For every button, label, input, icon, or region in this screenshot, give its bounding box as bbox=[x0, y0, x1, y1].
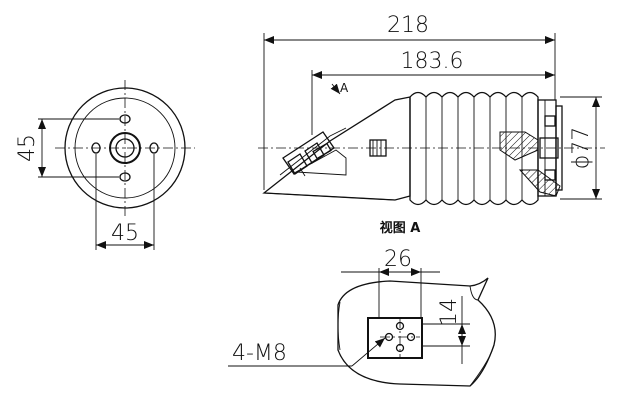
terminal-shroud bbox=[262, 96, 411, 201]
terminal-connector bbox=[282, 131, 335, 177]
dim-26-label: 26 bbox=[384, 247, 412, 272]
flange-hatch-bottom bbox=[518, 169, 561, 197]
dim-77-label: ϕ77 bbox=[569, 127, 594, 170]
dim-45-horizontal-label: 45 bbox=[111, 221, 139, 246]
bellows-sheds bbox=[409, 91, 539, 206]
thread-callout-label: 4-M8 bbox=[232, 341, 287, 366]
view-a-arrow-label: A bbox=[340, 81, 349, 95]
view-a-outline bbox=[337, 277, 496, 387]
view-a-plate bbox=[367, 317, 423, 359]
side-view: 218 183.6 A ϕ77 bbox=[258, 13, 605, 206]
dim-218-label: 218 bbox=[387, 13, 429, 38]
end-view: 45 45 bbox=[15, 80, 195, 250]
view-a: 26 14 4-M8 bbox=[228, 247, 496, 387]
view-a-arrow bbox=[330, 83, 341, 95]
dim-183-6-label: 183.6 bbox=[401, 49, 464, 74]
flange-hatch-top bbox=[499, 131, 539, 161]
dim-45-vertical-label: 45 bbox=[15, 134, 40, 162]
flange-end bbox=[499, 99, 563, 197]
threaded-stud bbox=[369, 139, 387, 157]
view-a-title: 视图 A bbox=[380, 220, 421, 236]
dim-14-label: 14 bbox=[437, 298, 462, 326]
view-a-bolt-holes bbox=[380, 318, 420, 358]
